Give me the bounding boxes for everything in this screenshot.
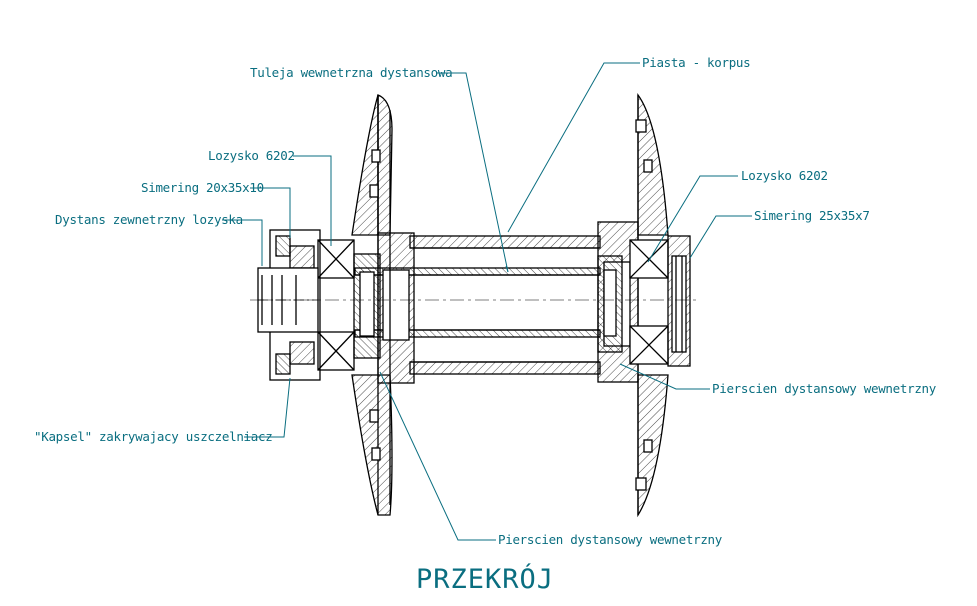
right-flange bbox=[637, 93, 669, 236]
leader-piasta bbox=[507, 62, 640, 233]
leader-lines bbox=[222, 62, 752, 541]
label-lozysko-left: Lozysko 6202 bbox=[208, 148, 295, 163]
label-simering-right: Simering 25x35x7 bbox=[754, 208, 870, 223]
left-flange bbox=[351, 94, 379, 236]
leader-kapsel bbox=[244, 377, 291, 438]
hub-body-top-wall bbox=[409, 235, 601, 249]
label-lozysko-right: Lozysko 6202 bbox=[741, 168, 828, 183]
leader-tuleja bbox=[436, 72, 509, 273]
label-tuleja: Tuleja wewnetrzna dystansowa bbox=[250, 65, 453, 80]
label-piasta: Piasta - korpus bbox=[642, 55, 751, 70]
leader-pierscien-right bbox=[619, 363, 710, 390]
leader-lozysko-left bbox=[293, 155, 332, 246]
label-pierscien-bottom: Pierscien dystansowy wewnetrzny bbox=[498, 532, 722, 547]
label-pierscien-right: Pierscien dystansowy wewnetrzny bbox=[712, 381, 936, 396]
hub-geometry bbox=[250, 93, 700, 518]
leader-dystans bbox=[222, 219, 263, 266]
leader-simering-right bbox=[689, 215, 752, 259]
hub-body-bottom-wall bbox=[409, 361, 601, 375]
label-simering-left: Simering 20x35x10 bbox=[141, 180, 264, 195]
leader-pierscien-bottom bbox=[379, 371, 496, 541]
label-kapsel: "Kapsel" zakrywajacy uszczelniacz bbox=[34, 429, 273, 444]
leader-lozysko-right bbox=[647, 175, 738, 263]
label-dystans: Dystans zewnetrzny lozyska bbox=[55, 212, 243, 227]
leader-simering-left bbox=[250, 187, 291, 238]
drawing-title: PRZEKRÓJ bbox=[416, 564, 555, 595]
